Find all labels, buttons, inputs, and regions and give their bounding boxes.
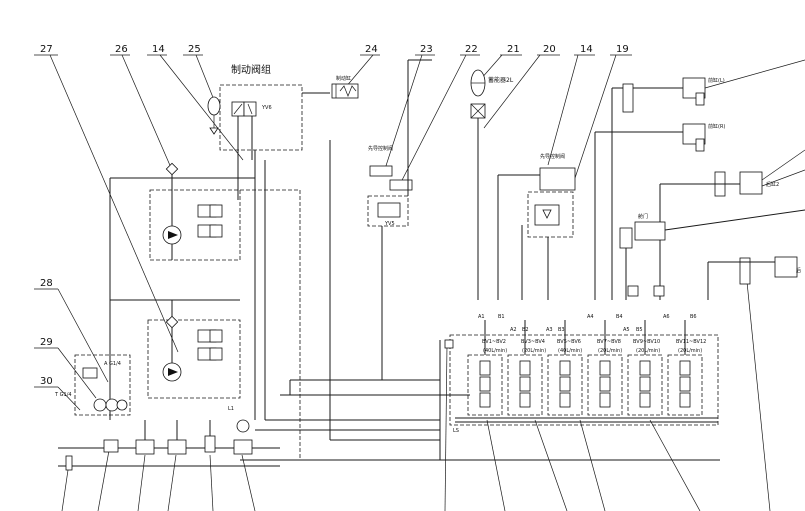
bank-spool-block bbox=[519, 392, 531, 408]
callout-28: 28 bbox=[40, 278, 53, 289]
bank-section-3-flow: (40L/min) bbox=[558, 348, 582, 354]
callout-26: 26 bbox=[115, 44, 128, 55]
bank-port-b1: B1 bbox=[498, 314, 505, 320]
callout-19: 19 bbox=[616, 44, 629, 55]
pilot-valve-block: 先导控制阀 YV5 bbox=[367, 59, 432, 380]
callout-21: 21 bbox=[507, 44, 520, 55]
brake-valve-group: 制动阀组 YV6 bbox=[207, 63, 330, 160]
bank-section-6-flow: (20L/min) bbox=[678, 348, 702, 354]
bank-port-a1: A1 bbox=[478, 314, 485, 320]
bank-spool-block bbox=[679, 360, 691, 376]
svg-text:舱门: 舱门 bbox=[638, 213, 648, 220]
svg-text:先导控制阀: 先导控制阀 bbox=[540, 153, 565, 160]
bank-section-frame bbox=[667, 354, 703, 416]
valve-yv5-label: YV5 bbox=[384, 221, 395, 227]
accumulator-label: 蓄能器2L bbox=[488, 76, 514, 84]
bank-section-frame bbox=[627, 354, 663, 416]
callout-27: 27 bbox=[40, 44, 53, 55]
valve-bank-labels: A1 B1 A2 B2 A3 B3 A4 B4 A5 B5 A6 B6 BV1~… bbox=[478, 314, 706, 354]
bank-section-5-flow: (20L/min) bbox=[636, 348, 660, 354]
valve-bank: LS bbox=[444, 320, 719, 434]
bank-section-2-id: BV3~BV4 bbox=[521, 339, 545, 345]
bank-spool-block bbox=[639, 360, 651, 376]
cylinder-aux-group: 后缸2 bbox=[659, 149, 805, 300]
center-control-block: 先导控制阀 bbox=[497, 153, 576, 300]
bank-section-frame bbox=[547, 354, 583, 416]
port-t-label: T G1/4 bbox=[54, 392, 72, 398]
bank-spool-block bbox=[559, 360, 571, 376]
bank-port-b6: B6 bbox=[690, 314, 697, 320]
bank-spool-block bbox=[599, 392, 611, 408]
tank-and-filters bbox=[58, 419, 280, 471]
bank-section-5-id: BV9~BV10 bbox=[633, 339, 660, 345]
bank-spool-block bbox=[679, 392, 691, 408]
cylinder-lower-right: 后 bbox=[707, 256, 801, 300]
bank-spool-block bbox=[679, 376, 691, 392]
door-cylinder-group: 舱门 bbox=[619, 209, 805, 300]
callout-23: 23 bbox=[420, 44, 433, 55]
pump-group-upper bbox=[149, 162, 241, 261]
svg-text:后: 后 bbox=[796, 267, 801, 274]
svg-text:后缸2: 后缸2 bbox=[766, 181, 779, 188]
bank-port-a5: A5 bbox=[623, 327, 630, 333]
bank-spool-block bbox=[479, 360, 491, 376]
bank-section-6-id: BV11~BV12 bbox=[676, 339, 706, 345]
bank-section-2-flow: (20L/min) bbox=[522, 348, 546, 354]
bank-port-a3: A3 bbox=[546, 327, 553, 333]
callout-25: 25 bbox=[188, 44, 201, 55]
port-l1-label: L1 bbox=[228, 406, 234, 412]
cylinder-right-label: 前缸(R) bbox=[708, 123, 725, 130]
bank-spool-block bbox=[479, 376, 491, 392]
bank-section-4-id: BV7~BV8 bbox=[597, 339, 621, 345]
main-piping-left bbox=[109, 140, 720, 461]
callout-24: 24 bbox=[365, 44, 378, 55]
bank-spool-block bbox=[559, 376, 571, 392]
callout-20: 20 bbox=[543, 44, 556, 55]
aux-pump: A G1/4 T G1/4 bbox=[54, 354, 131, 416]
cylinder-left-label: 前缸(L) bbox=[708, 77, 725, 84]
bank-port-a2: A2 bbox=[510, 327, 517, 333]
callout-14-right: 14 bbox=[580, 44, 593, 55]
bank-spool-block bbox=[639, 392, 651, 408]
bank-section-3-id: BV5~BV6 bbox=[557, 339, 581, 345]
bank-section-4-flow: (20L/min) bbox=[598, 348, 622, 354]
parking-brake-actuator: 制动缸 bbox=[331, 75, 359, 99]
bank-spool-block bbox=[519, 360, 531, 376]
bank-spool-block bbox=[559, 392, 571, 408]
callout-29: 29 bbox=[40, 337, 53, 348]
callout-30: 30 bbox=[40, 376, 53, 387]
bank-spool-block bbox=[599, 376, 611, 392]
bank-port-b2: B2 bbox=[522, 327, 529, 333]
bank-port-a6: A6 bbox=[663, 314, 670, 320]
accumulator: 蓄能器2L bbox=[470, 69, 514, 300]
bank-spool-block bbox=[519, 376, 531, 392]
port-a-label: A G1/4 bbox=[104, 361, 121, 367]
port-ls-label: LS bbox=[453, 428, 459, 434]
bank-section-frame bbox=[587, 354, 623, 416]
brake-valve-group-title: 制动阀组 bbox=[231, 63, 271, 76]
callout-22: 22 bbox=[465, 44, 478, 55]
cylinder-left-group: 前缸(L) bbox=[611, 59, 805, 150]
callout-group-left: 28 29 30 bbox=[34, 278, 109, 411]
bank-section-frame bbox=[507, 354, 543, 416]
bank-port-b3: B3 bbox=[558, 327, 565, 333]
svg-text:先导控制阀: 先导控制阀 bbox=[368, 145, 393, 152]
svg-text:制动缸: 制动缸 bbox=[336, 75, 351, 82]
bank-port-b5: B5 bbox=[636, 327, 643, 333]
bottom-leaders bbox=[61, 261, 771, 511]
bank-port-b4: B4 bbox=[616, 314, 623, 320]
valve-yv6-label: YV6 bbox=[261, 105, 272, 111]
cylinder-right-group: 前缸(R) bbox=[594, 123, 725, 300]
bank-port-a4: A4 bbox=[587, 314, 594, 320]
bank-section-frame bbox=[467, 354, 503, 416]
bank-section-1-id: BV1~BV2 bbox=[482, 339, 506, 345]
bank-section-1-flow: (40L/min) bbox=[483, 348, 507, 354]
bank-spool-block bbox=[599, 360, 611, 376]
bank-spool-block bbox=[479, 392, 491, 408]
bank-spool-block bbox=[639, 376, 651, 392]
callout-14-left: 14 bbox=[152, 44, 165, 55]
callout-group-top: 27 26 14 25 24 23 22 21 20 14 19 bbox=[34, 44, 632, 353]
pump-group-lower: L1 bbox=[147, 300, 241, 412]
